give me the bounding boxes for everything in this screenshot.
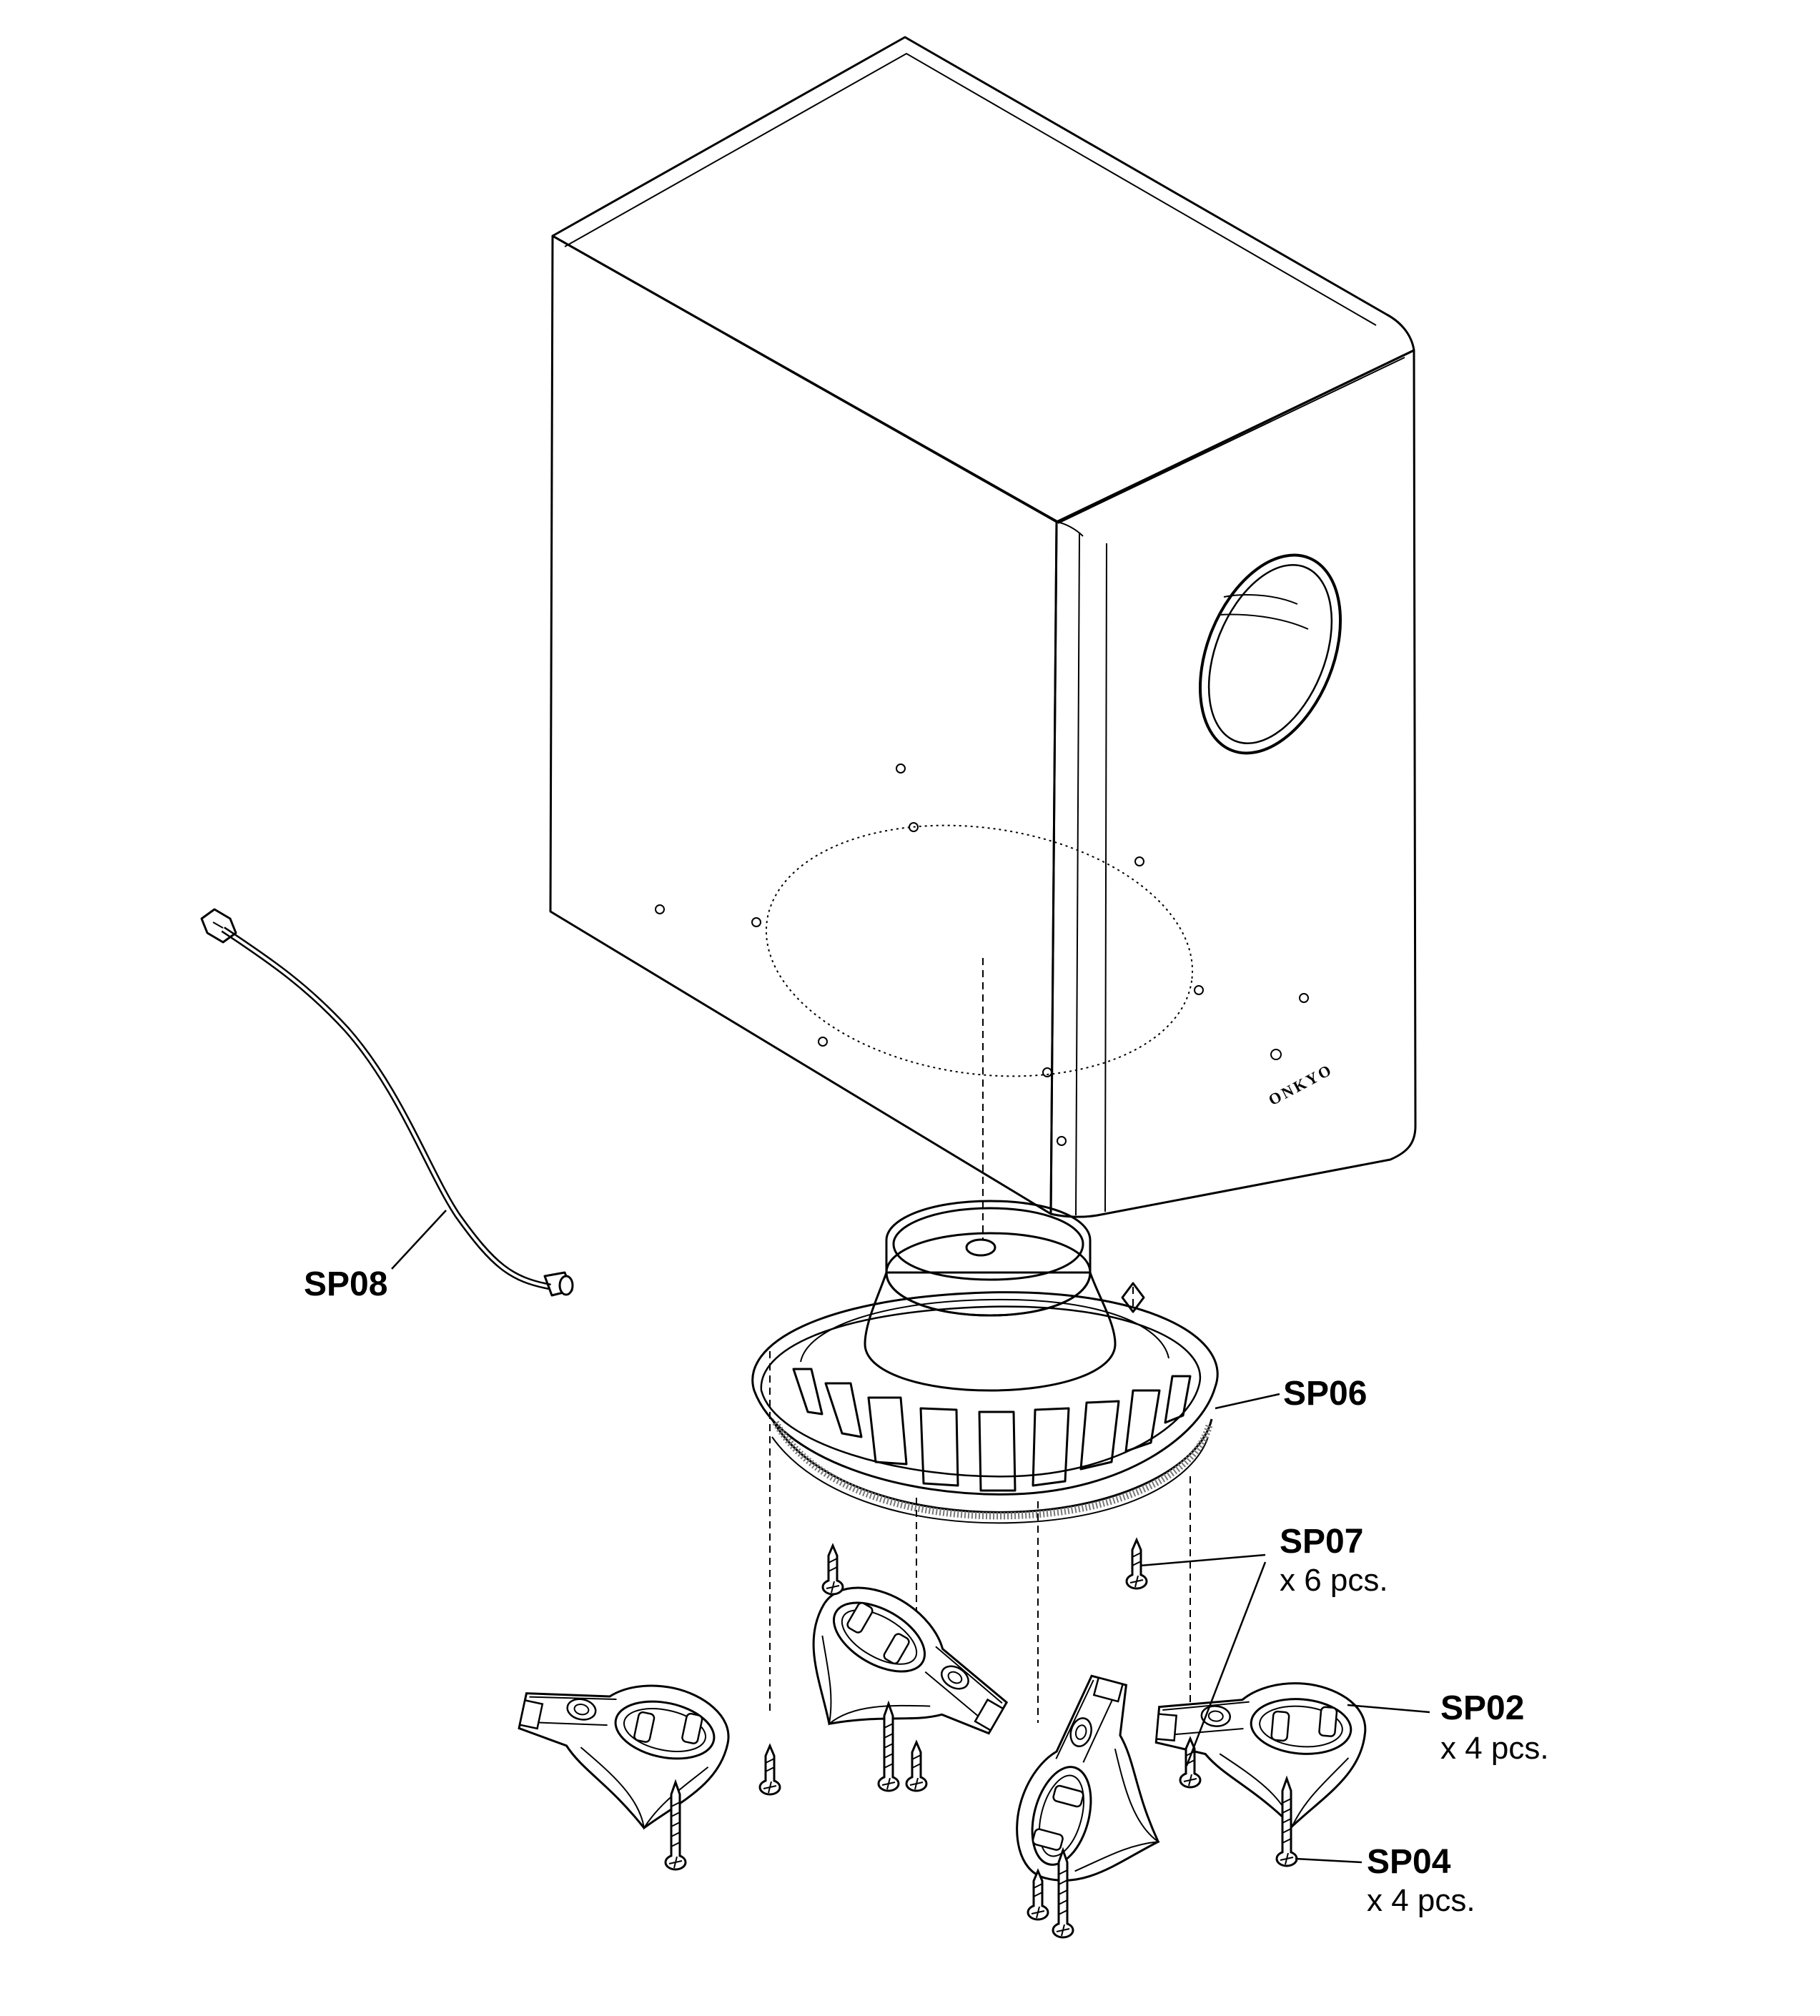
svg-text:ONKYO: ONKYO [1265, 1060, 1335, 1109]
basket-windows [792, 1368, 1192, 1492]
speaker-screw [1125, 1538, 1148, 1590]
spike-foot [503, 1657, 738, 1843]
label-sp06: SP06 [1283, 1375, 1367, 1413]
spike-foot [1149, 1670, 1370, 1833]
speaker-screw [905, 1741, 928, 1792]
connector-cable [200, 908, 574, 1297]
label-sp07: SP07 [1280, 1523, 1363, 1561]
label-sp02: SP02 [1440, 1689, 1524, 1727]
spike-foot [772, 1566, 1026, 1797]
label-sp08: SP08 [304, 1265, 387, 1303]
label-sp02-qty: x 4 pcs. [1440, 1731, 1549, 1766]
brand-mark-icon [1270, 1049, 1282, 1060]
subwoofer-cabinet: ONKYO [549, 36, 1417, 1247]
mounting-hole-markers [655, 764, 1309, 1146]
brand-logo: ONKYO [1265, 1060, 1335, 1109]
callout-leaders [391, 1210, 1430, 1864]
label-sp04: SP04 [1367, 1843, 1451, 1881]
label-sp07-qty: x 6 pcs. [1280, 1563, 1388, 1598]
speaker-screw [758, 1744, 781, 1796]
label-sp04-qty: x 4 pcs. [1367, 1883, 1475, 1918]
spike-foot [1002, 1665, 1197, 1905]
woofer-driver [751, 1200, 1219, 1524]
speaker-screw [821, 1544, 844, 1596]
